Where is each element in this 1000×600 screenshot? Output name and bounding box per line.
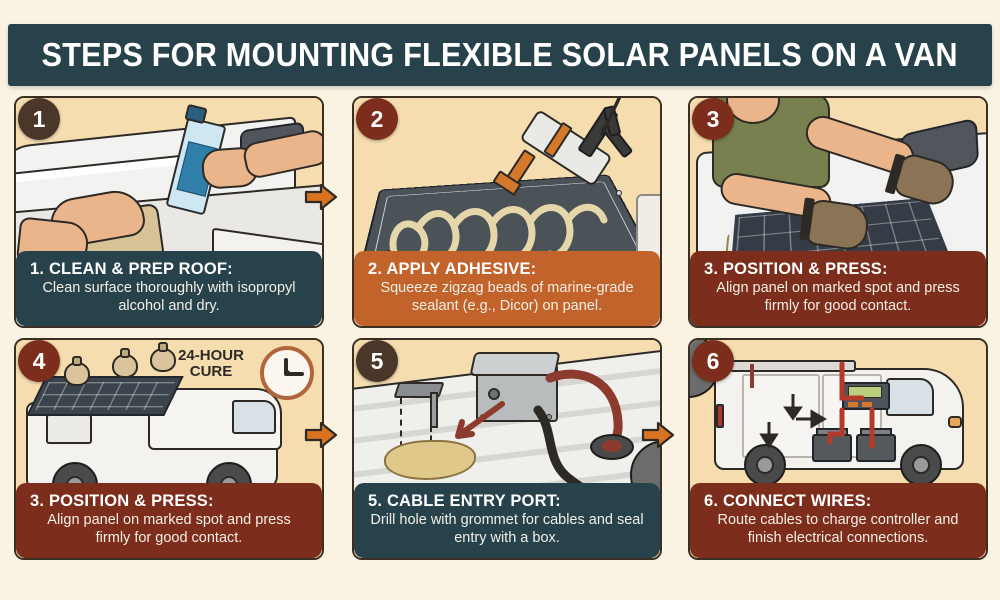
step-4-caption: 3. POSITION & PRESS: Align panel on mark… <box>16 483 322 558</box>
step-3-body: Align panel on marked spot and press fir… <box>716 280 960 314</box>
step-6-caption: 6. CONNECT WIRES: Route cables to charge… <box>690 483 986 558</box>
step-1-badge: 1 <box>18 98 60 140</box>
step-2-body: Squeeze zigzag beads of marine-grade sea… <box>380 280 634 314</box>
step-4-badge: 4 <box>18 340 60 382</box>
step-4-body: Align panel on marked spot and press fir… <box>47 512 291 546</box>
arrow-step4-to-step5 <box>304 420 338 450</box>
step-3-badge: 3 <box>692 98 734 140</box>
cure-label-line2: CURE <box>189 362 233 380</box>
page-title: STEPS FOR MOUNTING FLEXIBLE SOLAR PANELS… <box>41 36 959 73</box>
step-2-title: 2. APPLY ADHESIVE: <box>368 260 537 279</box>
arrow-step5-to-step6 <box>641 420 675 450</box>
step-3-caption: 3. POSITION & PRESS: Align panel on mark… <box>690 251 986 326</box>
step-5-number: 5 <box>370 347 384 374</box>
step-5-badge: 5 <box>356 340 398 382</box>
step-4-title: 3. POSITION & PRESS: <box>30 492 214 511</box>
step-2-caption: 2. APPLY ADHESIVE: Squeeze zigzag beads … <box>354 251 660 326</box>
step-2-number: 2 <box>370 105 384 132</box>
step-5-title: 5. CABLE ENTRY PORT: <box>368 492 561 511</box>
step-panel-6: 6. CONNECT WIRES: Route cables to charge… <box>688 338 988 560</box>
step-5-caption: 5. CABLE ENTRY PORT: Drill hole with gro… <box>354 483 660 558</box>
step-1-number: 1 <box>32 105 46 132</box>
cure-label-line1: 24-HOUR <box>178 347 244 364</box>
title-bar: STEPS FOR MOUNTING FLEXIBLE SOLAR PANELS… <box>8 24 992 86</box>
step-panel-5: 5. CABLE ENTRY PORT: Drill hole with gro… <box>352 338 662 560</box>
battery-2 <box>856 434 896 462</box>
step-6-title: 6. CONNECT WIRES: <box>704 492 872 511</box>
step-6-badge: 6 <box>692 340 734 382</box>
step-panel-4: 24-HOUR CURE 3. POSITION & PRESS: Align … <box>14 338 324 560</box>
step-panel-1: 1. CLEAN & PREP ROOF: Clean surface thor… <box>14 96 324 328</box>
step-5-body: Drill hole with grommet for cables and s… <box>370 512 644 546</box>
step-2-badge: 2 <box>356 98 398 140</box>
step-6-body: Route cables to charge controller and fi… <box>717 512 959 546</box>
cure-label: 24-HOUR CURE <box>172 348 250 380</box>
step-1-caption: 1. CLEAN & PREP ROOF: Clean surface thor… <box>16 251 322 326</box>
step-4-number: 4 <box>32 347 46 374</box>
step-1-body: Clean surface thoroughly with isopropyl … <box>42 280 296 314</box>
step-panel-2: 2. APPLY ADHESIVE: Squeeze zigzag beads … <box>352 96 662 328</box>
step-3-number: 3 <box>706 105 720 132</box>
step-1-title: 1. CLEAN & PREP ROOF: <box>30 260 233 279</box>
step-panel-3: 3. POSITION & PRESS: Align panel on mark… <box>688 96 988 328</box>
step-3-title: 3. POSITION & PRESS: <box>704 260 888 279</box>
arrow-step1-to-step2 <box>304 182 338 212</box>
step-6-number: 6 <box>706 347 720 374</box>
